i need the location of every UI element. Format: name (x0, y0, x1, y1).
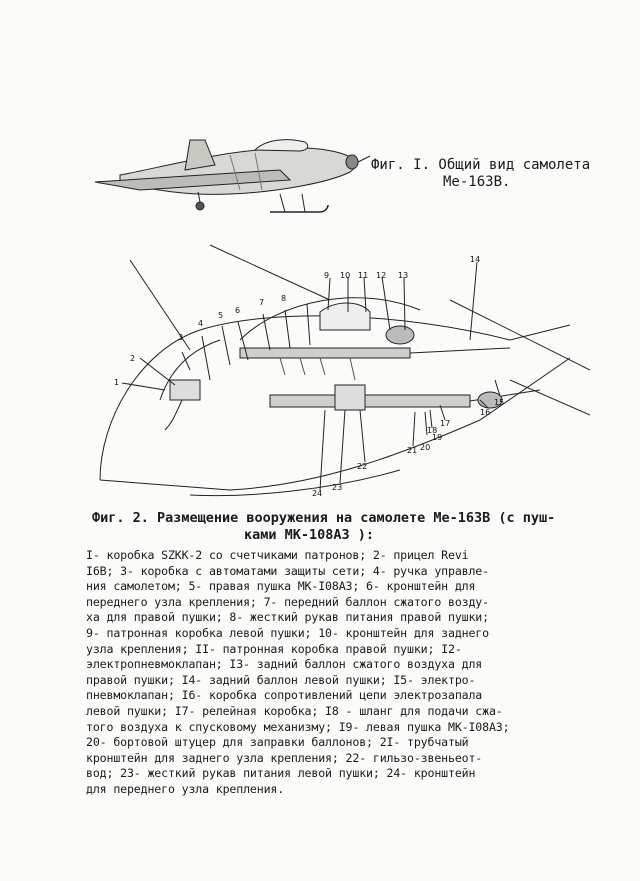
legend-line: узла крепления; II- патронная коробка пр… (86, 641, 462, 656)
figure-2-legend: I- коробка SZKK-2 со счетчиками патронов… (86, 548, 556, 798)
legend-line: для переднего узла крепления. (86, 781, 285, 796)
callout-6: 6 (235, 306, 240, 315)
legend-line: того воздуха к спусковому механизму; I9-… (86, 719, 510, 734)
figure-1-caption-line-1: Фиг. I. Общий вид самолета (371, 157, 591, 173)
callout-19: 19 (432, 433, 442, 442)
legend-line: правой пушки; I4- задний баллон левой пу… (86, 672, 476, 687)
callout-5: 5 (218, 311, 223, 320)
legend-line: переднего узла крепления; 7- передний ба… (86, 594, 489, 609)
legend-line: ха для правой пушки; 8- жесткий рукав пи… (86, 610, 489, 625)
figure-1-caption: Фиг. I. Общий вид самолета Ме-163В. (371, 157, 590, 191)
callout-10: 10 (340, 271, 350, 280)
callout-8: 8 (281, 294, 286, 303)
callout-18: 18 (427, 426, 437, 435)
callout-13: 13 (398, 271, 408, 280)
callout-21: 21 (407, 446, 417, 455)
legend-line: I- коробка SZKK-2 со счетчиками патронов… (86, 548, 469, 562)
legend-line: электропневмоклапан; I3- задний баллон с… (86, 657, 483, 672)
aircraft-side-view-illustration (80, 120, 380, 230)
callout-1: 1 (114, 378, 119, 387)
callout-11: 11 (358, 271, 368, 280)
callout-labels: 1 2 3 4 5 6 7 8 9 10 11 12 13 14 15 16 1… (114, 255, 504, 498)
callout-20: 20 (420, 443, 430, 452)
callout-2: 2 (130, 354, 135, 363)
legend-line: 9- патронная коробка левой пушки; 10- кр… (86, 625, 489, 640)
callout-24: 24 (312, 489, 322, 498)
legend-line: левой пушки; I7- релейная коробка; I8 - … (86, 703, 503, 718)
callout-7: 7 (259, 298, 264, 307)
legend-line: вод; 23- жесткий рукав питания левой пуш… (86, 766, 476, 781)
callout-3: 3 (178, 333, 183, 342)
figure-1-caption-line-2: Ме-163В. (443, 174, 511, 190)
callout-17: 17 (440, 419, 450, 428)
legend-line: кронштейн для заднего узла крепления; 22… (86, 750, 483, 765)
callout-9: 9 (324, 271, 329, 280)
figure-2-caption: Фиг. 2. Размещение вооружения на самолет… (92, 510, 562, 544)
figure-2-caption-line-2: ками МК-108АЗ ): (244, 527, 375, 543)
callout-23: 23 (332, 483, 342, 492)
callout-4: 4 (198, 319, 203, 328)
armament-layout-diagram: 1 2 3 4 5 6 7 8 9 10 11 12 13 14 15 16 1… (70, 240, 590, 498)
callout-15: 15 (494, 398, 504, 407)
callout-16: 16 (480, 408, 490, 417)
callout-22: 22 (357, 462, 367, 471)
callout-12: 12 (376, 271, 386, 280)
legend-line: 20- бортовой штуцер для заправки баллоно… (86, 735, 469, 750)
figure-2-caption-line-1: Фиг. 2. Размещение вооружения на самолет… (92, 510, 556, 526)
legend-line: ния самолетом; 5- правая пушка МК-I08АЗ;… (86, 579, 476, 594)
callout-14: 14 (470, 255, 480, 264)
legend-line: I6B; 3- коробка с автоматами защиты сети… (86, 563, 489, 578)
legend-line: пневмоклапан; I6- коробка сопротивлений … (86, 688, 483, 703)
